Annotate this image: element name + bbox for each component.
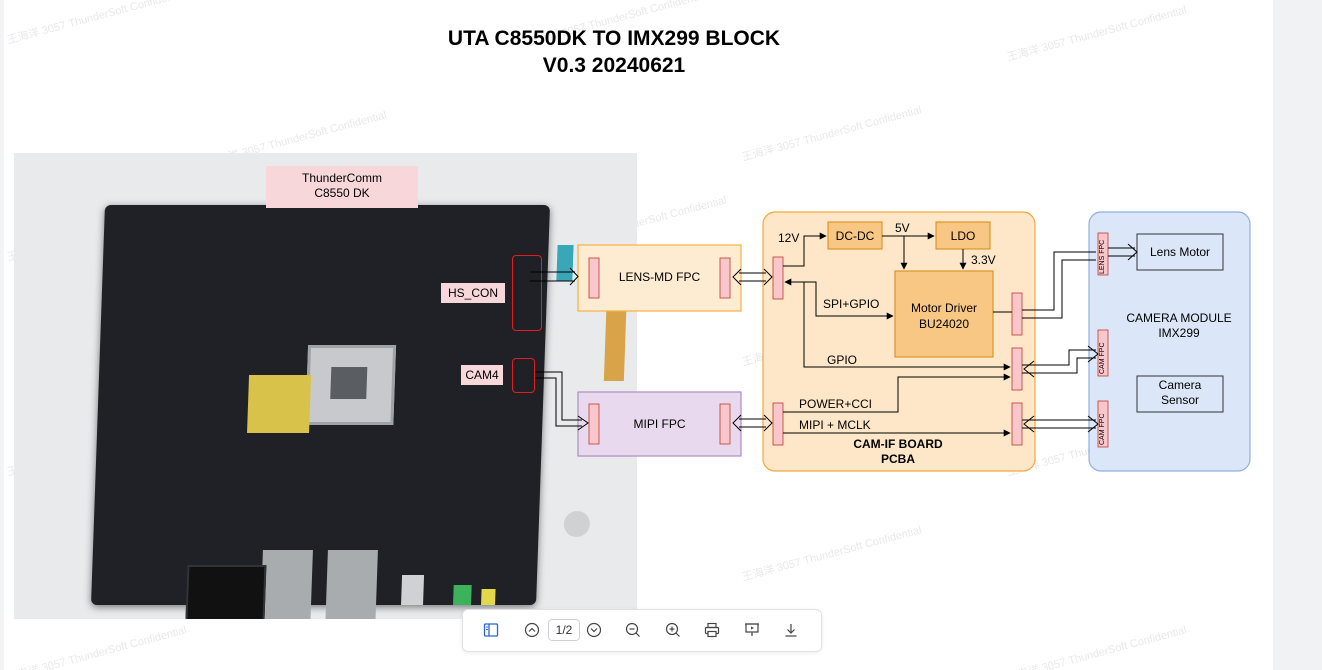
lens-fpc-label: LENS FPC — [1099, 239, 1106, 274]
voltage-12v-label: 12V — [778, 231, 800, 245]
download-icon[interactable] — [780, 619, 802, 641]
spi-gpio-label: SPI+GPIO — [823, 297, 880, 311]
cam4-highlight — [512, 358, 535, 393]
mipi-fpc-label: MIPI FPC — [633, 417, 686, 431]
camif-connector-out — [1011, 347, 1023, 391]
cam-fpc-label: CAM FPC — [1099, 342, 1106, 375]
block-diagram — [530, 211, 1251, 472]
fpc-connector — [719, 257, 731, 299]
camif-connector-in — [772, 256, 784, 300]
sidebar-toggle-icon[interactable] — [480, 619, 502, 641]
print-icon[interactable] — [701, 619, 723, 641]
document-version: V0.3 20240621 — [542, 54, 686, 77]
motor-driver-label: Motor Driver BU24020 — [910, 301, 977, 331]
board-photo: ThunderComm C8550 DK HS_CON CAM4 — [14, 153, 637, 619]
zoom-out-icon[interactable] — [622, 619, 644, 641]
gpio-label: GPIO — [827, 353, 858, 367]
dcdc-label: DC-DC — [835, 229, 875, 243]
bus-arrowhead — [732, 268, 773, 286]
line-spi-gpio — [784, 278, 894, 320]
previous-page-icon[interactable] — [521, 619, 543, 641]
camif-connector-out — [1011, 402, 1023, 446]
lens-fpc-to-camif-bus — [739, 272, 766, 282]
ldo-label: LDO — [950, 229, 976, 243]
cam-fpc-bus-1 — [1022, 349, 1096, 374]
fpc-connector — [588, 257, 600, 299]
motor-driver-box — [894, 270, 994, 358]
voltage-3v3-label: 3.3V — [971, 253, 996, 267]
bus-arrowhead — [1023, 345, 1099, 378]
camera-module-label: CAMERA MODULE IMX299 — [1126, 311, 1232, 340]
cam4-label: CAM4 — [461, 365, 503, 385]
lens-md-fpc-label: LENS-MD FPC — [618, 270, 701, 284]
lens-motor-bus — [1108, 247, 1135, 257]
line-power-cci — [783, 373, 1011, 413]
document-page: 王海洋 3057 ThunderSoft Confidential 王海洋 30… — [4, 0, 1273, 670]
cam-fpc-bus-2 — [1022, 419, 1096, 429]
viewer-left-gutter — [0, 0, 4, 670]
next-page-icon[interactable] — [583, 619, 605, 641]
line-gpio — [803, 282, 1011, 371]
document-title: UTA C8550DK TO IMX299 BLOCK — [447, 27, 781, 50]
page-indicator[interactable]: 1/2 — [548, 619, 580, 641]
cam-fpc-connector — [1097, 329, 1109, 377]
fpc-connector — [719, 403, 731, 445]
lens-motor-box — [1136, 233, 1224, 271]
camif-connector-out — [1011, 292, 1023, 336]
power-cci-label: POWER+CCI — [799, 397, 873, 411]
hs-con-highlight — [512, 255, 542, 331]
bus-arrowhead — [577, 415, 589, 431]
fpc-connector — [588, 403, 600, 445]
lens-md-fpc-box — [577, 244, 742, 312]
lens-motor-label: Lens Motor — [1149, 245, 1211, 259]
camif-board-label: CAM-IF BOARD PCBA — [853, 437, 943, 466]
pdf-toolbar: 1/2 — [462, 609, 822, 652]
mipi-fpc-box — [577, 391, 742, 457]
board-label: ThunderComm C8550 DK — [266, 166, 418, 208]
bus-arrowhead — [1023, 415, 1099, 433]
cam-fpc-label: CAM FPC — [1099, 413, 1106, 446]
cam4-bus — [535, 371, 582, 427]
mipi-mclk-label: MIPI + MCLK — [799, 418, 871, 432]
mipi-fpc-to-camif-bus — [739, 418, 766, 428]
viewer-right-gutter — [1273, 0, 1322, 670]
camif-connector-in — [772, 402, 784, 446]
bus-arrowhead — [569, 267, 579, 286]
hs-con-bus — [530, 271, 575, 282]
voltage-5v-label: 5V — [895, 221, 910, 235]
ldo-box — [935, 221, 991, 250]
bus-arrowhead — [732, 414, 773, 432]
line-12v — [783, 232, 827, 267]
lens-fpc-bus — [1022, 251, 1096, 319]
bus-arrowhead — [1127, 243, 1138, 261]
zoom-in-icon[interactable] — [662, 619, 684, 641]
lens-fpc-connector — [1097, 232, 1109, 276]
presentation-icon[interactable] — [741, 619, 763, 641]
camera-sensor-label: Camera Sensor — [1158, 378, 1202, 407]
camera-sensor-box — [1136, 375, 1224, 413]
hs-con-label: HS_CON — [441, 283, 505, 303]
